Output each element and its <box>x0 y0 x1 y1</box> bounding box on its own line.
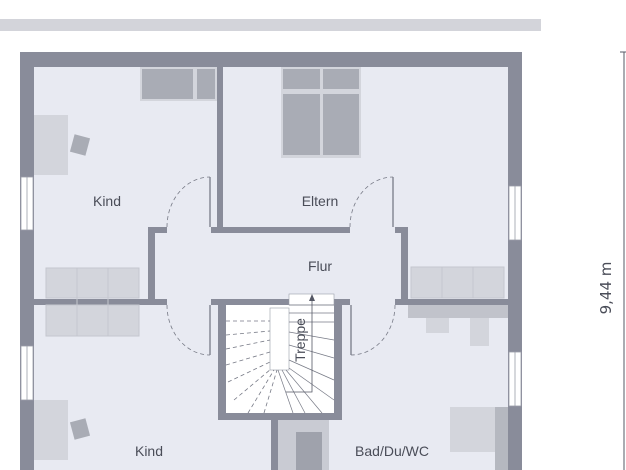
room-label-kind-top: Kind <box>93 193 121 209</box>
chair-kind-top <box>69 134 91 156</box>
room-label-treppe: Treppe <box>292 318 308 362</box>
desk-kind-bottom <box>34 400 68 460</box>
top-bar <box>0 19 541 31</box>
bed-eltern <box>281 67 361 158</box>
bath-vanity <box>408 305 508 346</box>
dimension-height-label: 9,44 m <box>597 262 615 315</box>
window-left-top <box>20 176 34 231</box>
dimension-line <box>620 51 626 470</box>
door-eltern <box>349 176 394 228</box>
wardrobe-kind-left <box>45 267 140 337</box>
room-label-eltern: Eltern <box>302 193 339 209</box>
door-bad <box>350 304 396 356</box>
room-label-bad: Bad/Du/WC <box>355 443 429 459</box>
room-label-kind-bottom: Kind <box>135 443 163 459</box>
arrow-up-icon <box>309 294 315 301</box>
stair-direction-line <box>286 300 313 393</box>
staircase <box>225 293 335 414</box>
door-kind-top <box>166 176 211 228</box>
desk-kind-top <box>34 115 68 175</box>
wardrobe-eltern-right <box>410 266 505 299</box>
window-right-top <box>508 185 522 241</box>
room-label-flur: Flur <box>308 258 332 274</box>
wardrobe-kind-top <box>140 67 217 101</box>
bathtub <box>450 407 508 470</box>
window-left-bottom <box>20 345 34 401</box>
door-kind-bottom <box>166 304 211 356</box>
window-right-bottom <box>508 351 522 407</box>
shower-tray <box>296 432 322 470</box>
chair-kind-bottom <box>69 418 91 440</box>
